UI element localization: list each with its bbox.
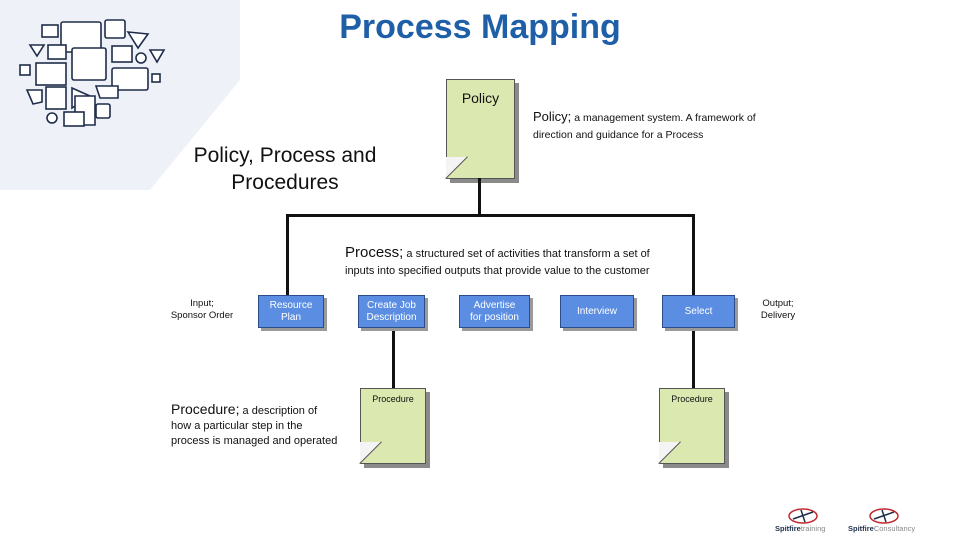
step-label-line-2: Plan [280, 311, 301, 323]
procedure-document-label: Procedure [671, 394, 713, 404]
input-label-line-2: Sponsor Order [170, 310, 234, 321]
policy-document-shape: Policy [445, 79, 515, 179]
output-label: Output; Delivery [748, 298, 808, 322]
step-label-line-1: Advertise [473, 299, 516, 311]
policy-connector [478, 178, 481, 216]
page-title: Process Mapping [339, 8, 621, 46]
procedure-document-label: Procedure [372, 394, 414, 404]
step-label-line-2: for position [470, 311, 519, 323]
step-label-line-1: Interview [576, 305, 617, 317]
step-label-line-2: Description [366, 311, 417, 323]
procedure-document-right: Procedure [658, 388, 725, 464]
procedure-document-left: Procedure [359, 388, 426, 464]
shapes-banner-graphic [0, 0, 240, 190]
procedure-connector-right [692, 328, 695, 390]
policy-definition: Policy; a management system. A framework… [533, 108, 793, 144]
section-title-line-1: Policy, Process and [193, 144, 377, 167]
input-label: Input; Sponsor Order [162, 298, 242, 322]
logo-left-suffix: training [800, 524, 826, 533]
step-select: Select [662, 295, 735, 328]
procedure-definition-line-3: process is managed and operated [171, 435, 338, 447]
spitfire-consultancy-logo: SpitfireConsultancy [848, 508, 938, 538]
step-label-line-1: Create Job [367, 299, 416, 311]
policy-definition-line-2: direction and guidance for a Process [533, 129, 704, 141]
logo-right-suffix: Consultancy [873, 524, 916, 533]
step-label-line-1: Select [684, 305, 713, 317]
output-label-line-1: Output; [762, 298, 794, 309]
procedure-connector-left [392, 328, 395, 390]
policy-term: Policy; [533, 109, 572, 124]
logo-right-name: Spitfire [848, 524, 874, 533]
section-title-line-2: Procedures [231, 171, 339, 194]
policy-definition-line-1: a management system. A framework of [571, 112, 756, 124]
process-term: Process; [345, 244, 404, 261]
procedure-definition-line-2: how a particular step in the [171, 420, 303, 432]
process-definition-line-2: inputs into specified outputs that provi… [345, 265, 650, 277]
process-bracket-top [286, 214, 695, 217]
process-definition-line-1: a structured set of activities that tran… [403, 248, 650, 260]
output-label-line-2: Delivery [760, 310, 796, 321]
input-label-line-1: Input; [190, 298, 214, 309]
step-interview: Interview [560, 295, 634, 328]
procedure-definition: Procedure; a description of how a partic… [171, 402, 361, 449]
spitfire-consultancy-logo-mark [869, 508, 899, 524]
process-bracket-right [692, 214, 695, 295]
policy-document-label: Policy [461, 90, 500, 106]
spitfire-training-logo: Spitfiretraining [775, 508, 845, 538]
process-bracket-left [286, 214, 289, 295]
step-label-line-1: Resource [269, 299, 313, 311]
procedure-term: Procedure; [171, 401, 240, 417]
spitfire-training-logo-mark [788, 508, 818, 524]
section-title: Policy, Process and Procedures [150, 142, 420, 196]
procedure-definition-line-1: a description of [239, 405, 318, 417]
logo-left-name: Spitfire [775, 524, 801, 533]
process-definition: Process; a structured set of activities … [345, 244, 705, 280]
